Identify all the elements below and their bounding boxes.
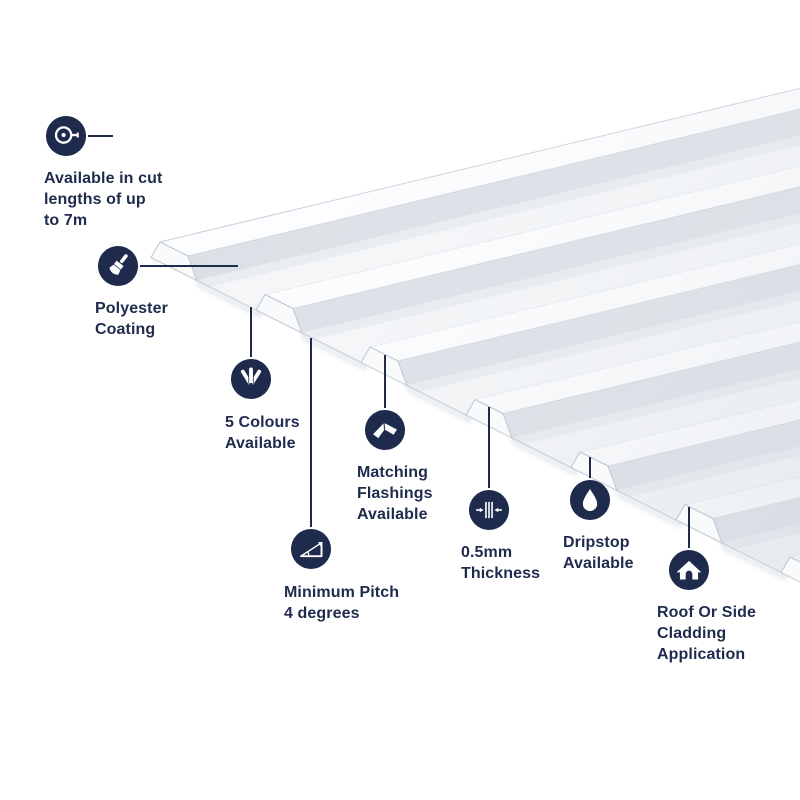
flashing-sheet-icon xyxy=(364,409,406,451)
feature-label-five-colours: 5 Colours Available xyxy=(225,414,300,453)
tape-measure-icon xyxy=(45,115,87,157)
feature-label-dripstop: Dripstop Available xyxy=(563,534,634,573)
water-droplet-icon xyxy=(569,479,611,521)
feature-label-minimum-pitch: Minimum Pitch 4 degrees xyxy=(284,584,400,623)
house-icon xyxy=(668,549,710,591)
feature-label-matching-flashings: Matching Flashings Available xyxy=(357,464,433,524)
thickness-gauge-icon xyxy=(468,489,510,531)
colour-fan-icon xyxy=(230,358,272,400)
paintbrush-icon xyxy=(97,245,139,287)
feature-label-polyester-coating: Polyester Coating xyxy=(95,300,168,339)
feature-label-cut-lengths: Available in cut lengths of up to 7m xyxy=(44,170,163,230)
feature-label-thickness: 0.5mm Thickness xyxy=(461,544,541,583)
pitch-angle-icon xyxy=(290,528,332,570)
feature-label-cladding-application: Roof Or Side Cladding Application xyxy=(657,604,756,664)
